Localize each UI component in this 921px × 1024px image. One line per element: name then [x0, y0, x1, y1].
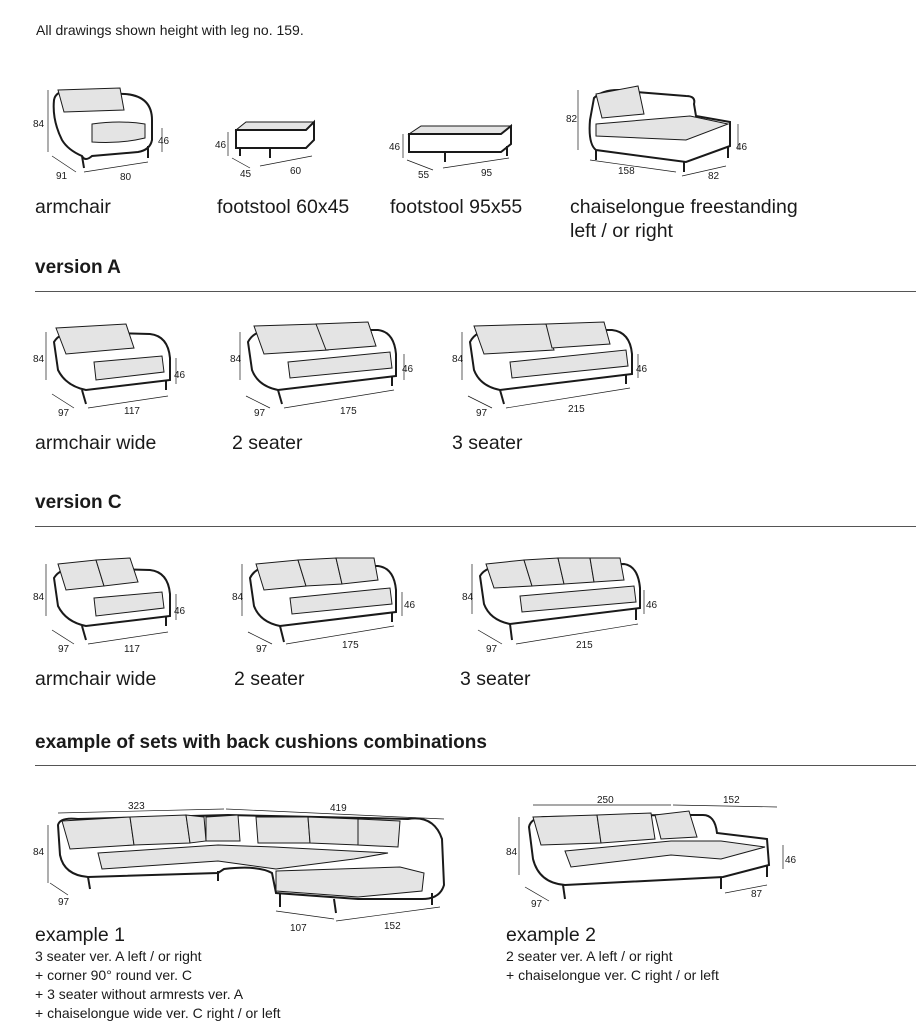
dim-width: 95 [481, 168, 493, 179]
example-1-drawing: 323 419 84 97 107 152 [28, 795, 458, 935]
dim-seat: 46 [646, 600, 658, 611]
label-2-seater: 2 seater [232, 432, 303, 454]
dim-depth: 97 [476, 408, 488, 419]
dim-height: 84 [33, 847, 45, 858]
example-1-line-4: + chaiselongue wide ver. C right / or le… [35, 1005, 281, 1021]
dim-height: 84 [33, 354, 45, 365]
example-1-line-1: 3 seater ver. A left / or right [35, 948, 202, 964]
example-1-line-3: + 3 seater without armrests ver. A [35, 986, 244, 1002]
section-title-version-c: version C [35, 492, 122, 513]
dim-seat: 46 [158, 136, 170, 147]
example-2-drawing: 250 152 84 46 97 87 [505, 793, 797, 913]
dim-height: 84 [232, 592, 244, 603]
dim-depth: 45 [240, 169, 252, 180]
dim-depth: 97 [486, 644, 498, 655]
dim-height: 82 [566, 114, 578, 125]
dim-depth: 97 [58, 644, 70, 655]
section-title-examples: example of sets with back cushions combi… [35, 732, 487, 753]
label-3-seater: 3 seater [460, 668, 531, 690]
dim-height: 84 [452, 354, 464, 365]
example-2-line-1: 2 seater ver. A left / or right [506, 948, 673, 964]
dim-w1: 323 [128, 801, 145, 812]
dim-width: 215 [568, 404, 585, 415]
dim-chaise-depth: 107 [290, 923, 307, 934]
armchair-drawing: 84 46 91 80 [30, 80, 180, 190]
dim-width: 175 [342, 640, 359, 651]
version-c-3-seater: 84 46 97 215 [458, 554, 668, 659]
dim-chaise-depth: 87 [751, 889, 763, 900]
dim-depth: 97 [254, 408, 266, 419]
dim-w2: 152 [723, 795, 740, 806]
label-armchair-wide: armchair wide [35, 432, 157, 454]
label-armchair-wide: armchair wide [35, 668, 157, 690]
dim-depth: 82 [708, 171, 720, 182]
version-a-armchair-wide: 84 46 97 117 [30, 318, 190, 423]
label-footstool-60x45: footstool 60x45 [217, 196, 350, 218]
dim-depth: 91 [56, 171, 68, 182]
dim-seat: 46 [174, 606, 186, 617]
divider [35, 765, 916, 766]
dim-seat: 46 [785, 855, 797, 866]
dim-depth: 55 [418, 170, 430, 181]
dim-w1: 250 [597, 795, 614, 806]
dim-width: 80 [120, 172, 132, 183]
dim-height: 84 [462, 592, 474, 603]
version-c-2-seater: 84 46 97 175 [228, 554, 428, 659]
label-armchair: armchair [35, 196, 111, 218]
dim-seat: 46 [404, 600, 416, 611]
dim-width: 158 [618, 166, 635, 177]
section-title-version-a: version A [35, 257, 121, 278]
dim-depth: 97 [58, 897, 70, 908]
dim-seat: 46 [636, 364, 648, 375]
dim-depth: 97 [531, 899, 543, 910]
dim-w2: 419 [330, 803, 347, 814]
label-chaiselongue-line2: left / or right [570, 220, 673, 242]
label-example-2: example 2 [506, 924, 596, 946]
footstool-60x45-drawing: 46 45 60 [210, 112, 330, 182]
label-chaiselongue-line1: chaiselongue freestanding [570, 196, 798, 218]
version-c-armchair-wide: 84 46 97 117 [30, 554, 190, 659]
dim-width: 60 [290, 166, 302, 177]
version-a-2-seater: 84 46 97 175 [228, 318, 428, 423]
footstool-95x55-drawing: 46 55 95 [385, 118, 525, 188]
label-2-seater: 2 seater [234, 668, 305, 690]
example-1-line-2: + corner 90° round ver. C [35, 967, 192, 983]
dim-width: 117 [124, 406, 140, 417]
dim-width: 175 [340, 406, 357, 417]
dim-height: 84 [33, 592, 45, 603]
dim-depth: 97 [58, 408, 70, 419]
label-footstool-95x55: footstool 95x55 [390, 196, 523, 218]
chaiselongue-drawing: 82 46 158 82 [566, 80, 756, 185]
dim-height: 84 [506, 847, 518, 858]
dim-chaise-width: 152 [384, 921, 401, 932]
drawing-note: All drawings shown height with leg no. 1… [36, 22, 304, 38]
dim-seat: 46 [736, 142, 748, 153]
divider [35, 526, 916, 527]
dim-depth: 97 [256, 644, 268, 655]
dim-height: 46 [389, 142, 401, 153]
dim-height: 84 [230, 354, 242, 365]
dim-height: 84 [33, 119, 45, 130]
dim-width: 215 [576, 640, 593, 651]
dim-width: 117 [124, 644, 140, 655]
dim-seat: 46 [402, 364, 414, 375]
dim-seat: 46 [174, 370, 186, 381]
version-a-3-seater: 84 46 97 215 [450, 318, 660, 423]
label-example-1: example 1 [35, 924, 125, 946]
dim-height: 46 [215, 140, 227, 151]
example-2-line-2: + chaiselongue ver. C right / or left [506, 967, 719, 983]
label-3-seater: 3 seater [452, 432, 523, 454]
divider [35, 291, 916, 292]
